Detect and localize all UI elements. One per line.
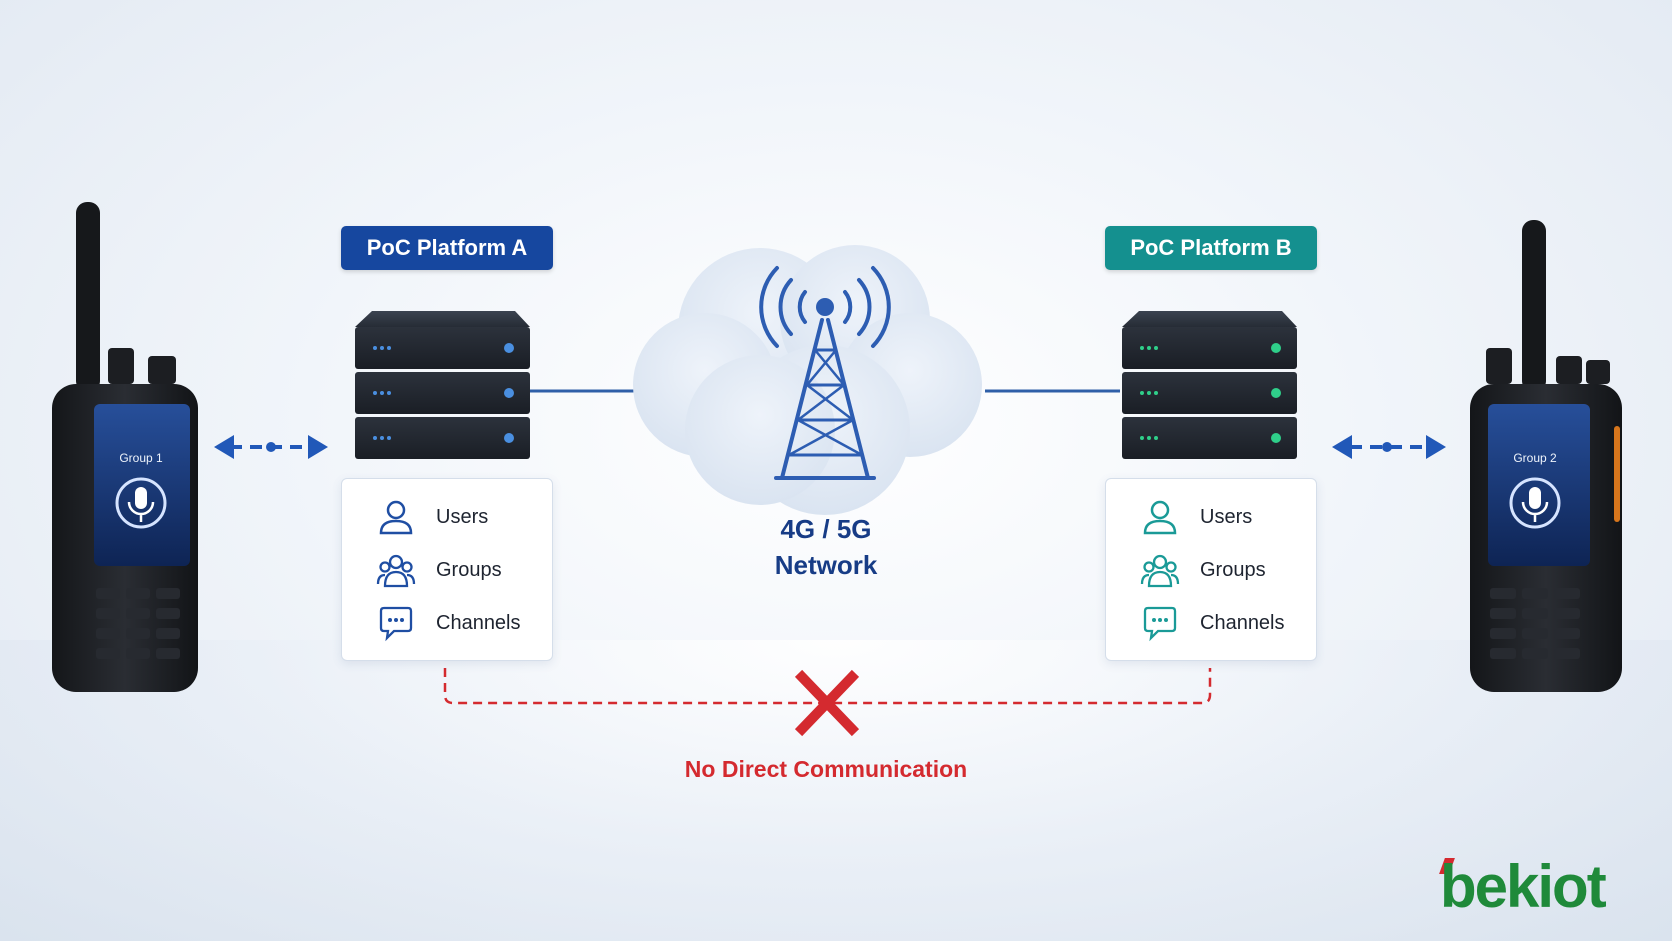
server-stack-a xyxy=(355,311,530,459)
radio-left-screen-label: Group 1 xyxy=(119,451,163,465)
red-x-icon xyxy=(794,669,860,737)
groups-label: Groups xyxy=(1200,558,1266,581)
channels-label: Channels xyxy=(436,611,521,634)
platform-b-title: PoC Platform B xyxy=(1105,226,1317,270)
radio-left xyxy=(52,202,198,692)
cell-tower-icon xyxy=(759,266,891,480)
group-icon xyxy=(1140,554,1180,588)
users-label: Users xyxy=(436,505,489,528)
chat-bubble-icon xyxy=(379,606,413,642)
arrow-platform-b-radio-right xyxy=(1332,435,1446,459)
groups-label: Groups xyxy=(436,558,502,581)
list-item: Groups xyxy=(1140,550,1266,590)
radio-right-screen-label: Group 2 xyxy=(1513,451,1557,465)
chat-bubble-icon xyxy=(1143,606,1177,642)
no-direct-link-line xyxy=(443,668,1212,705)
user-icon xyxy=(379,500,413,535)
list-item: Channels xyxy=(1140,603,1285,643)
radio-right xyxy=(1470,220,1622,692)
brand-logo: bekiot xyxy=(1440,853,1607,920)
network-label-line1: 4G / 5G xyxy=(780,514,872,544)
list-item: Channels xyxy=(376,603,521,643)
group-icon xyxy=(376,554,416,588)
list-item: Groups xyxy=(376,550,502,590)
platform-a-title: PoC Platform A xyxy=(341,226,553,270)
arrow-radio-left-platform-a xyxy=(214,435,328,459)
user-icon xyxy=(1143,500,1177,535)
list-item: Users xyxy=(1140,497,1252,537)
no-direct-communication-label: No Direct Communication xyxy=(684,756,968,782)
users-label: Users xyxy=(1200,505,1253,528)
platform-b-card: Users Groups Channels xyxy=(1105,478,1317,661)
platform-a-card: Users Groups Channels xyxy=(341,478,553,661)
server-stack-b xyxy=(1122,311,1297,459)
network-label-line2: Network xyxy=(774,550,878,580)
channels-label: Channels xyxy=(1200,611,1285,634)
list-item: Users xyxy=(376,497,488,537)
